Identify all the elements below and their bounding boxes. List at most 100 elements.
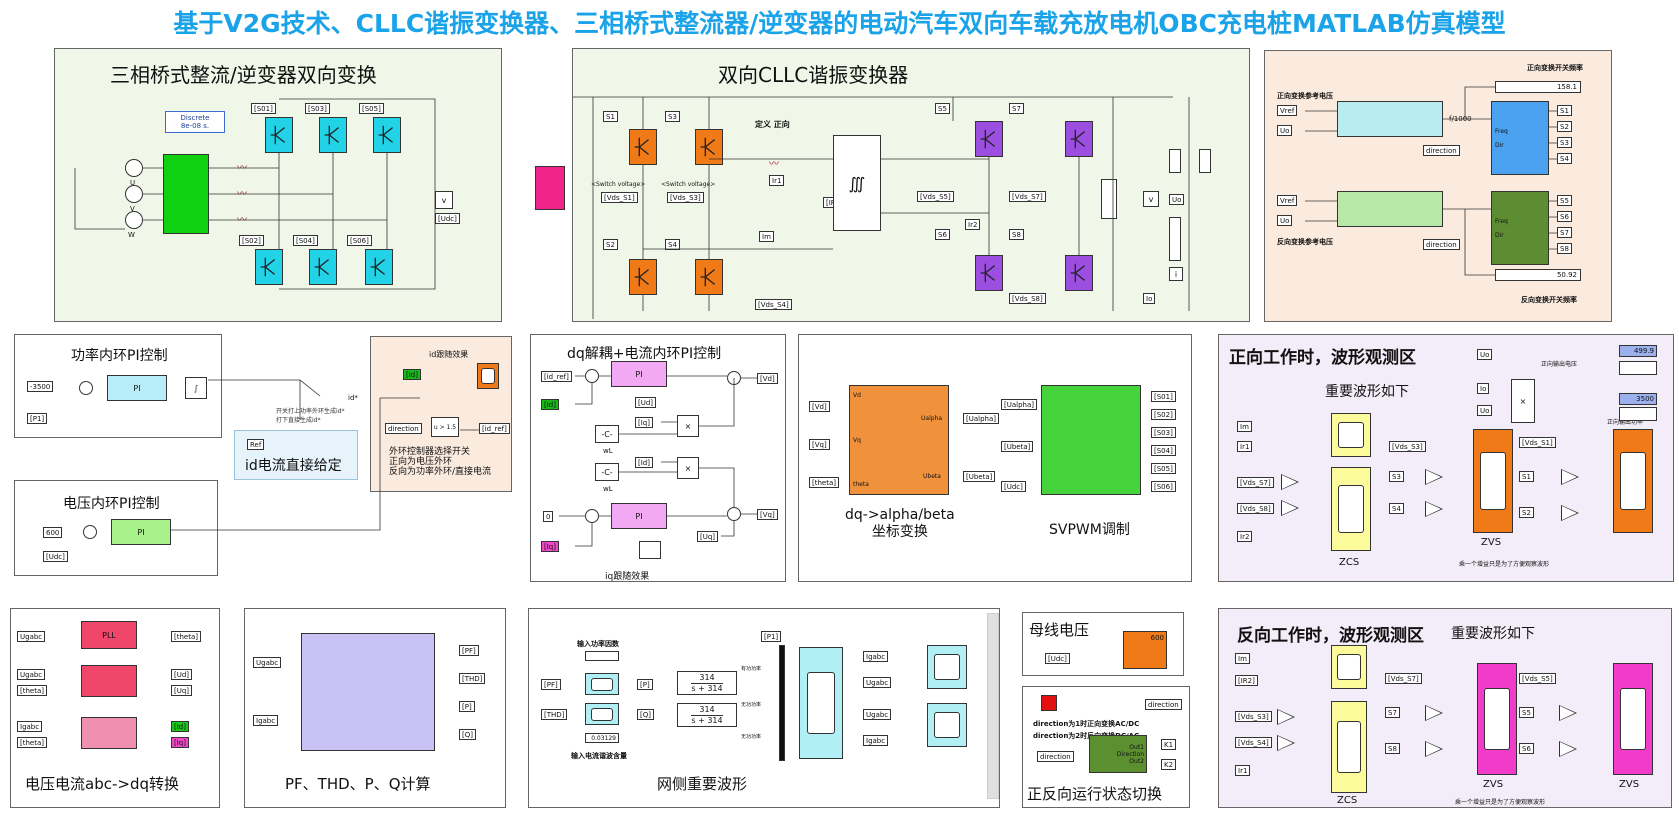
dq-sum-d[interactable] <box>585 369 599 383</box>
igbt-s3[interactable] <box>319 117 347 153</box>
uo-rev-tag[interactable]: Uo <box>1277 215 1293 226</box>
volt-ref-const[interactable]: 600 <box>43 527 63 538</box>
fwd-vds1-tag[interactable]: [Vds_S1] <box>1519 437 1556 448</box>
dq-const-1[interactable]: -C- <box>595 425 619 443</box>
igbt-s5[interactable] <box>373 117 401 153</box>
gate-s1-tag[interactable]: S1 <box>603 111 618 122</box>
fwd-scope-zvs-2[interactable] <box>1613 429 1653 533</box>
abc-in-igabc[interactable]: Igabc <box>17 721 43 732</box>
fwd-scope-1[interactable] <box>1331 413 1371 457</box>
svpwm-block[interactable] <box>1041 385 1141 495</box>
transformer-block[interactable]: ∭ <box>833 135 881 231</box>
fwd-gain-5[interactable] <box>1561 469 1579 485</box>
abc-out-theta[interactable]: [theta] <box>171 631 201 642</box>
gate-tag-s06[interactable]: [S06] <box>347 235 372 246</box>
dq-in-iq-1[interactable]: [Iq] <box>635 417 653 428</box>
reverse-freq-display[interactable]: 50.92 <box>1495 269 1581 281</box>
gate-tag-s04[interactable]: [S04] <box>293 235 318 246</box>
fwd-out-s1[interactable]: S1 <box>1557 105 1572 116</box>
grid-scope-main[interactable] <box>799 647 843 759</box>
fwd-gain-2[interactable] <box>1281 500 1299 516</box>
grid-in-pf[interactable]: [PF] <box>541 679 561 690</box>
fwd-gain-1[interactable] <box>1281 474 1299 490</box>
dq-out-vd[interactable]: [Vd] <box>757 373 778 384</box>
fwd-gain-4[interactable] <box>1425 501 1443 517</box>
cllc-igbt-s1[interactable] <box>629 129 657 165</box>
fwd-display-1[interactable]: 499.9 <box>1619 345 1657 357</box>
abc-in-ugabc-2[interactable]: Ugabc <box>17 669 46 680</box>
grid-in-ugabc-2[interactable]: Ugabc <box>863 709 892 720</box>
rev-in-vds3[interactable]: [Vds_S3] <box>1235 711 1272 722</box>
fwd-power-uo2[interactable]: Uo <box>1477 405 1493 416</box>
id-track-tag-id[interactable]: [Id] <box>403 369 421 380</box>
gate-s8-tag[interactable]: S8 <box>1009 229 1024 240</box>
grid-scope-3[interactable] <box>927 703 967 747</box>
direction-out-k1[interactable]: K1 <box>1161 739 1177 750</box>
pf-out-p[interactable]: [P] <box>459 701 475 712</box>
grid-scrollbar[interactable] <box>987 613 999 799</box>
gate-tag-s01[interactable]: [S01] <box>251 103 276 114</box>
sv-out-s01[interactable]: [S01] <box>1151 391 1176 402</box>
dq-const-2[interactable]: -C- <box>595 463 619 481</box>
ir1-tag[interactable]: Ir1 <box>769 175 785 186</box>
gate-s6-tag[interactable]: S6 <box>935 229 950 240</box>
dq-in-iq[interactable]: [Iq] <box>541 541 559 552</box>
sv-out-s04[interactable]: [S04] <box>1151 445 1176 456</box>
cllc-igbt-s2[interactable] <box>629 259 657 295</box>
vref-fwd-label[interactable]: Vref <box>1277 105 1298 116</box>
rev-scope-zvs-2[interactable] <box>1613 663 1653 775</box>
fwd-in-ir1[interactable]: Ir1 <box>1237 441 1253 452</box>
volt-pi-block[interactable]: PI <box>111 519 171 545</box>
rev-gain-2[interactable] <box>1277 735 1295 751</box>
abc-dq-i-block[interactable] <box>81 717 137 749</box>
power-ref-const[interactable]: -3500 <box>27 381 54 392</box>
abc-out-id[interactable]: [Id] <box>171 721 189 732</box>
dq-zero-const[interactable]: 0 <box>543 511 554 522</box>
grid-scope-thd[interactable] <box>585 703 619 725</box>
fwd-s2-tag[interactable]: S2 <box>1519 507 1534 518</box>
dqab-in-vd[interactable]: [Vd] <box>809 401 830 412</box>
dq-to-alphabeta-block[interactable]: Vd Vq theta <box>849 385 949 495</box>
forward-freq-display[interactable]: 158.1 <box>1495 81 1581 93</box>
rev-s7-tag[interactable]: S7 <box>1385 707 1400 718</box>
fwd-s3-tag[interactable]: S3 <box>1389 471 1404 482</box>
cllc-igbt-s7[interactable] <box>1065 121 1093 157</box>
rev-out-s6[interactable]: S6 <box>1557 211 1572 222</box>
bus-volt-display[interactable]: 600 <box>1123 631 1167 669</box>
fwd-in-ir2[interactable]: Ir2 <box>1237 531 1253 542</box>
direction-block[interactable]: Out1 Direction Out2 <box>1089 735 1147 773</box>
fwd-display-3[interactable]: 3500 <box>1619 393 1657 405</box>
sv-in-ualpha[interactable]: [Ualpha] <box>1001 399 1037 410</box>
cllc-igbt-s5[interactable] <box>975 121 1003 157</box>
gate-s7-tag[interactable]: S7 <box>1009 103 1024 114</box>
io-tag[interactable]: Io <box>1143 293 1156 304</box>
abc-out-uq[interactable]: [Uq] <box>171 685 193 696</box>
forward-pi-controller[interactable] <box>1337 101 1443 137</box>
id-ref-const[interactable]: Ref <box>247 439 265 450</box>
rev-out-s5[interactable]: S5 <box>1557 195 1572 206</box>
abc-out-iq[interactable]: [Iq] <box>171 737 189 748</box>
rev-out-s7[interactable]: S7 <box>1557 227 1572 238</box>
gate-s4-tag[interactable]: S4 <box>665 239 680 250</box>
fwd-gain-3[interactable] <box>1425 469 1443 485</box>
fwd-vds3-tag[interactable]: [Vds_S3] <box>1389 441 1426 452</box>
dqab-in-vq[interactable]: [Vq] <box>809 439 830 450</box>
grid-in-igabc-2[interactable]: Igabc <box>863 735 889 746</box>
dq-sum-vq[interactable] <box>727 507 741 521</box>
source-v-icon[interactable] <box>125 185 143 203</box>
rev-gain-5[interactable] <box>1559 705 1577 721</box>
fwd-display-4[interactable] <box>1619 407 1657 421</box>
dq-in-id[interactable]: [Id] <box>541 399 559 410</box>
grid-in-igabc-1[interactable]: Igabc <box>863 651 889 662</box>
grid-in-p[interactable]: [P] <box>637 679 653 690</box>
rev-s5-tag[interactable]: S5 <box>1519 707 1534 718</box>
bus-volt-tag[interactable]: [Udc] <box>1045 653 1070 664</box>
fwd-scope-zvs-1[interactable] <box>1473 429 1513 533</box>
uo-fwd-tag[interactable]: Uo <box>1277 125 1293 136</box>
vds-s4-tag[interactable]: [Vds_S4] <box>755 299 792 310</box>
vds-s5-tag[interactable]: [Vds_S5] <box>917 191 954 202</box>
rev-in-vds4[interactable]: [Vds_S4] <box>1235 737 1272 748</box>
pf-in-ugabc[interactable]: Ugabc <box>253 657 282 668</box>
sv-in-udc[interactable]: [Udc] <box>1001 481 1026 492</box>
direction-const-icon[interactable] <box>1041 695 1057 711</box>
